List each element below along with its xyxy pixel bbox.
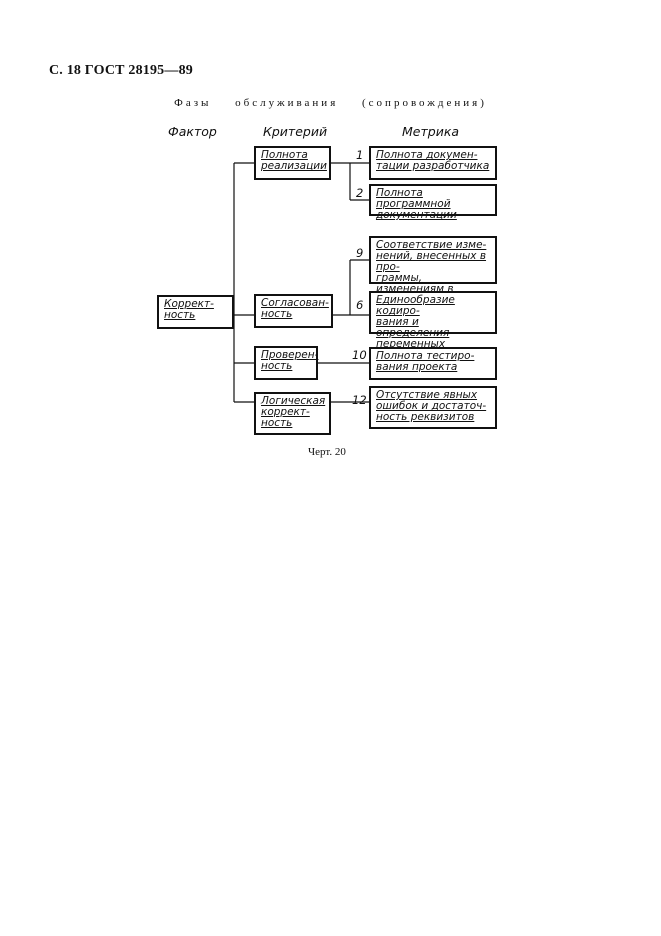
metric-number: 9 (356, 246, 364, 260)
criterion-label: Полнота реализации (261, 149, 327, 172)
metric-box-5: Полнота тестиро- вания проекта (369, 347, 497, 380)
metric-box-4: Единообразие кодиро- вания и определения… (369, 291, 497, 350)
criterion-box-4: Логическая коррект- ность (254, 392, 331, 435)
metric-box-1: Полнота докумен- тации разработчика (369, 146, 497, 180)
metric-number: 1 (356, 148, 364, 162)
metric-label: Единообразие кодиро- вания и определения… (376, 294, 455, 350)
figure-caption: Черт. 20 (308, 446, 346, 458)
metric-number: 6 (356, 298, 364, 312)
metric-box-2: Полнота программной документации (369, 184, 497, 221)
metric-box-3: Соответствие изме- нений, внесенных в пр… (369, 236, 497, 306)
metric-label: Полнота программной документации (376, 187, 457, 221)
column-header-metric: Метрика (402, 124, 460, 139)
column-header-factor: Фактор (168, 124, 217, 139)
metric-number: 12 (352, 393, 367, 407)
criterion-label: Проверен- ность (261, 349, 319, 372)
metric-label: Отсутствие явных ошибок и достаточ- ност… (376, 389, 487, 423)
metric-box-6: Отсутствие явных ошибок и достаточ- ност… (369, 386, 497, 429)
column-header-criterion: Критерий (263, 124, 328, 139)
criterion-box-3: Проверен- ность (254, 346, 318, 380)
criterion-box-1: Полнота реализации (254, 146, 331, 180)
factor-label: Коррект- ность (164, 298, 214, 321)
diagram-subtitle: Фазы обслуживания (сопровождения) (174, 97, 487, 109)
criterion-label: Согласован- ность (261, 297, 329, 320)
criterion-label: Логическая коррект- ность (261, 395, 326, 429)
metric-label: Полнота тестиро- вания проекта (376, 350, 475, 373)
metric-number: 10 (352, 348, 367, 362)
metric-number: 2 (356, 186, 364, 200)
factor-box: Коррект- ность (157, 295, 234, 329)
criterion-box-2: Согласован- ность (254, 294, 333, 328)
metric-label: Полнота докумен- тации разработчика (376, 149, 490, 172)
page-header: С. 18 ГОСТ 28195—89 (49, 63, 193, 78)
